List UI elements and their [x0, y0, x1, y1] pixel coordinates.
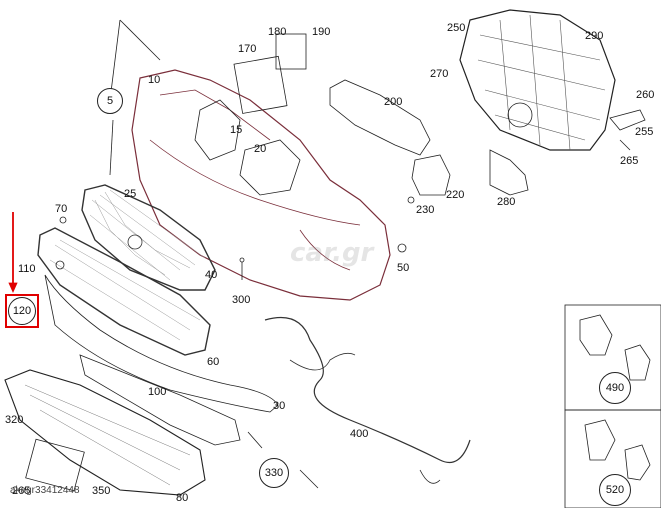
label-40: 40 — [205, 269, 218, 281]
watermark: car.gr — [290, 238, 374, 268]
label-265: 265 — [620, 155, 639, 167]
label-15: 15 — [230, 124, 243, 136]
label-70: 70 — [55, 203, 68, 215]
callout-490: 490 — [599, 372, 631, 404]
label-520: 520 — [605, 484, 625, 496]
label-200: 200 — [384, 96, 403, 108]
label-330: 330 — [264, 467, 284, 479]
callout-520: 520 — [599, 474, 631, 506]
label-5: 5 — [106, 95, 114, 107]
label-300: 300 — [232, 294, 251, 306]
label-30: 30 — [273, 400, 286, 412]
label-320: 320 — [5, 414, 24, 426]
label-265b: 265 — [12, 485, 31, 497]
label-270: 270 — [430, 68, 449, 80]
label-220: 220 — [446, 189, 465, 201]
label-350: 350 — [92, 485, 111, 497]
label-290: 290 — [585, 30, 604, 42]
callout-5: 5 — [97, 88, 123, 114]
highlight-box — [5, 294, 39, 328]
label-400: 400 — [350, 428, 369, 440]
label-20: 20 — [254, 143, 267, 155]
label-280: 280 — [497, 196, 516, 208]
label-120: 120 — [12, 305, 32, 317]
label-260: 260 — [636, 89, 655, 101]
label-490: 490 — [605, 382, 625, 394]
seller-id: akagr33412448 — [10, 485, 80, 496]
label-10: 10 — [148, 74, 161, 86]
label-100: 100 — [148, 386, 167, 398]
label-190: 190 — [312, 26, 331, 38]
label-60: 60 — [207, 356, 220, 368]
label-250: 250 — [447, 22, 466, 34]
label-80: 80 — [176, 492, 189, 504]
callout-330: 330 — [259, 458, 289, 488]
label-180: 180 — [268, 26, 287, 38]
label-25: 25 — [124, 188, 137, 200]
label-230: 230 — [416, 204, 435, 216]
callout-120: 120 — [8, 297, 36, 325]
label-50: 50 — [397, 262, 410, 274]
label-170: 170 — [238, 43, 257, 55]
label-255: 255 — [635, 126, 654, 138]
label-110: 110 — [18, 263, 36, 275]
